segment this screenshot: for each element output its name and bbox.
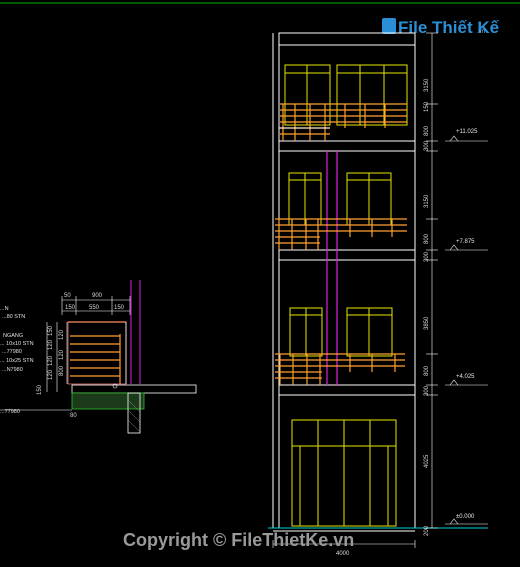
section-sub-dim-c: 150 — [114, 305, 125, 311]
level-label-4: +11.025 — [456, 129, 478, 135]
parapet-dim-a: 800 — [424, 125, 430, 136]
width-dim-label: 4000 — [336, 551, 350, 557]
section-note-2: ...80 STN — [2, 314, 25, 320]
section-vert-dim-g: 150 — [37, 384, 43, 395]
floor-slab — [71, 384, 197, 394]
balcony-railing-floor4 — [280, 103, 407, 141]
section-vert-dim-c: 120 — [48, 355, 54, 366]
section-top-dim-b: 900 — [92, 293, 103, 299]
section-note-6: ... 10x25 STN — [0, 358, 34, 364]
window-floor4-left — [284, 64, 331, 126]
section-note-5: ...77980 — [2, 349, 22, 355]
section-note-8: ...77980 — [0, 409, 20, 415]
window-floor3-left — [288, 172, 322, 226]
parapet-dim-h: 150 — [424, 101, 430, 112]
logo-badge-icon — [382, 18, 396, 34]
railing-section-detail: 50 900 150 550 150 150 120 120 120 120 1… — [0, 280, 197, 434]
floor-band-2 — [278, 249, 416, 261]
width-dimension — [272, 540, 416, 548]
section-bottom-dim: 80 — [70, 413, 77, 419]
level-label-3: +7.875 — [456, 239, 475, 245]
section-sub-dim-b: 550 — [89, 305, 100, 311]
parapet-dim-d: 300 — [424, 251, 430, 262]
section-sub-dim-a: 150 — [65, 305, 76, 311]
level-label-2: +4.025 — [456, 374, 475, 380]
vertical-dimension-chain — [426, 32, 438, 529]
section-vert-dim-e: 120 — [59, 329, 65, 340]
watermark-domain: .vn — [477, 29, 485, 35]
parapet-dim-c: 800 — [424, 233, 430, 244]
height-dim-4: 3150 — [424, 78, 430, 92]
window-floor2-left — [289, 307, 323, 357]
balcony-railing-floor2 — [275, 353, 405, 385]
parapet-dim-f: 300 — [424, 385, 430, 396]
section-note-1: ...N — [0, 306, 9, 312]
section-vert-dim-b: 120 — [48, 339, 54, 350]
section-vert-dim-a: 150 — [48, 325, 54, 336]
watermark-logo: File Thiết Kế .vn — [382, 18, 500, 37]
floor-band-1 — [278, 384, 416, 396]
parapet-dim-b: 300 — [424, 140, 430, 151]
floor-band-3 — [278, 140, 416, 152]
parapet-dim-g: 200 — [424, 525, 430, 536]
watermark-brand: File Thiết Kế — [398, 18, 500, 37]
section-note-3: NGANG — [3, 333, 23, 339]
window-floor2-right — [346, 307, 393, 357]
height-dim-2: 3850 — [424, 316, 430, 330]
balcony-railing-floor3 — [275, 218, 407, 250]
main-door — [291, 419, 397, 527]
section-vert-dim-d: 120 — [48, 369, 54, 380]
section-note-7: ...N7980 — [2, 367, 23, 373]
section-top-dim-a: 50 — [64, 293, 71, 299]
height-dim-1: 4025 — [424, 454, 430, 468]
front-elevation — [268, 32, 488, 532]
parapet-dim-e: 800 — [424, 365, 430, 376]
section-note-4: ... 10x10 STN — [0, 341, 34, 347]
section-side-dim: 800 — [59, 365, 65, 376]
window-floor4-right — [336, 64, 408, 126]
window-floor3-right — [346, 172, 392, 226]
copyright-text: Copyright © FileThietKe.vn — [123, 530, 354, 550]
level-markers — [445, 135, 488, 525]
building-outline — [278, 32, 416, 529]
section-vert-dim-f: 120 — [59, 349, 65, 360]
level-label-0: ±0.000 — [456, 514, 475, 520]
height-dim-3: 3150 — [424, 194, 430, 208]
